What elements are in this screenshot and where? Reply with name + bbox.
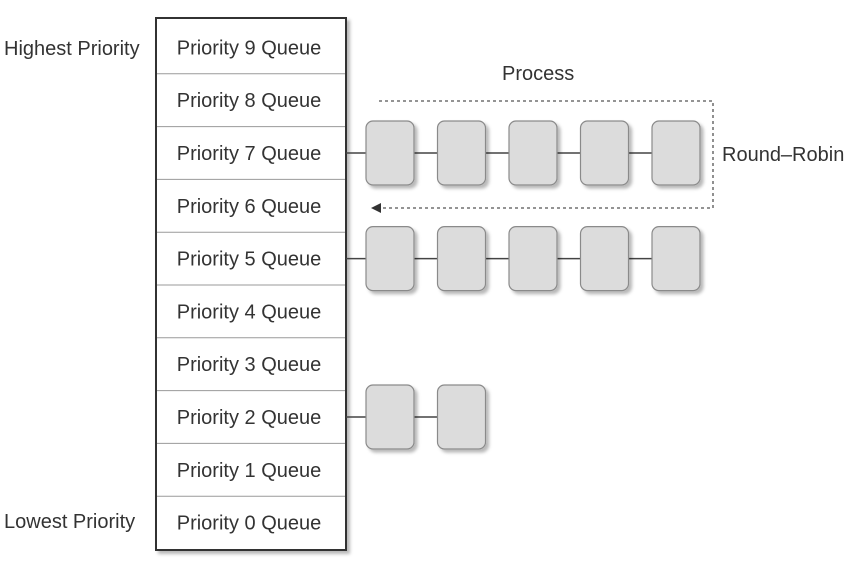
process-box bbox=[579, 120, 630, 186]
process-box bbox=[436, 226, 487, 292]
queue-label: Priority 3 Queue bbox=[177, 354, 322, 376]
round-robin-arrow-icon bbox=[371, 203, 381, 213]
round-robin-dotted-path bbox=[379, 100, 714, 209]
queue-label: Priority 0 Queue bbox=[177, 513, 322, 535]
queue-label: Priority 1 Queue bbox=[177, 460, 322, 482]
lowest-priority-label: Lowest Priority bbox=[4, 511, 135, 533]
queue-label: Priority 8 Queue bbox=[177, 90, 322, 112]
priority-queue-table bbox=[155, 17, 347, 551]
process-box bbox=[651, 226, 701, 292]
process-box bbox=[508, 226, 558, 292]
process-box bbox=[579, 226, 630, 292]
process-label: Process bbox=[502, 63, 574, 85]
queue-label: Priority 5 Queue bbox=[177, 249, 322, 271]
queue-label: Priority 7 Queue bbox=[177, 143, 322, 165]
highest-priority-label: Highest Priority bbox=[4, 38, 140, 60]
queue-label: Priority 9 Queue bbox=[177, 37, 322, 59]
process-box bbox=[436, 120, 487, 186]
process-box bbox=[365, 384, 415, 450]
process-box bbox=[508, 120, 558, 186]
process-box bbox=[436, 384, 487, 450]
queue-label: Priority 6 Queue bbox=[177, 196, 322, 218]
queue-label: Priority 2 Queue bbox=[177, 407, 322, 429]
process-chains bbox=[346, 120, 701, 450]
process-box bbox=[365, 226, 415, 292]
process-box bbox=[651, 120, 701, 186]
round-robin-label: Round–Robin bbox=[722, 144, 844, 166]
queue-label: Priority 4 Queue bbox=[177, 301, 322, 323]
process-box bbox=[365, 120, 415, 186]
